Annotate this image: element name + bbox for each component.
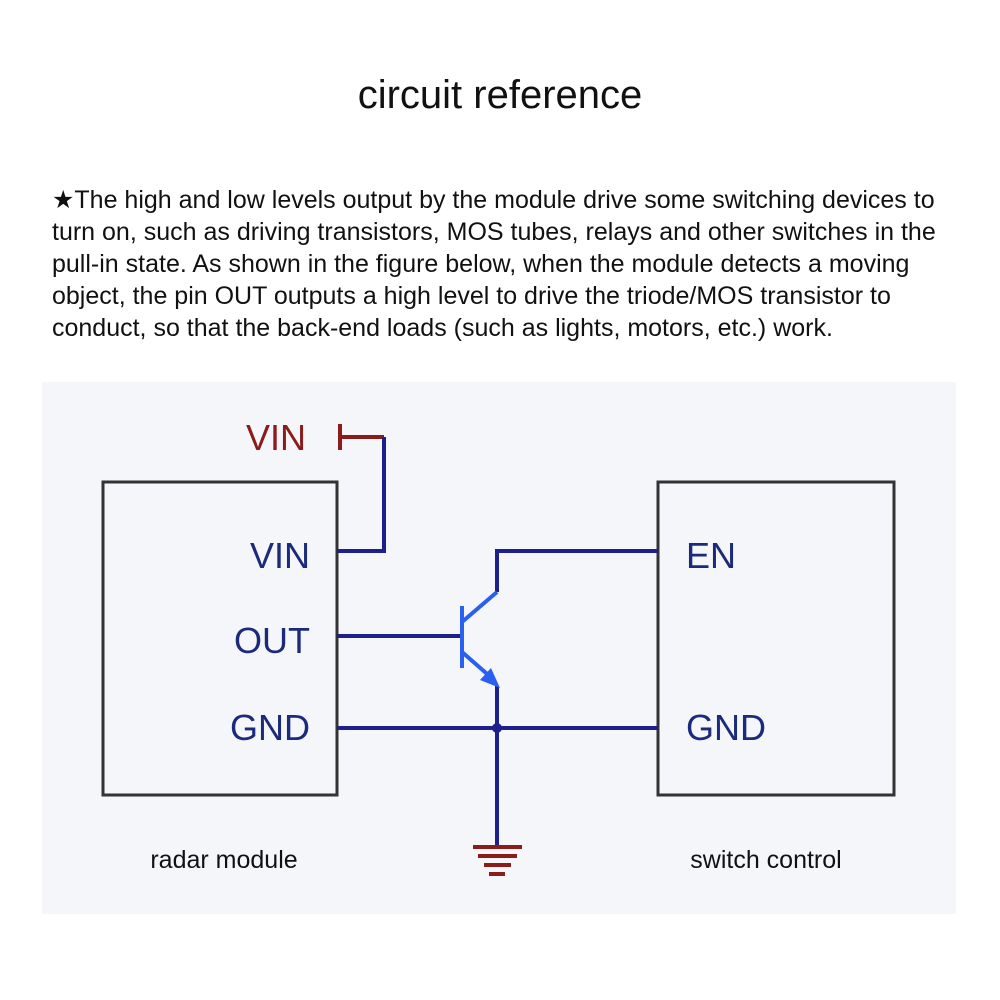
switch-pin-gnd: GND [686,707,766,748]
description-text: ★The high and low levels output by the m… [52,186,936,342]
switch-control-box [656,480,896,797]
ground-symbol [473,845,522,876]
radar-module-box [101,480,339,797]
radar-pin-vin: VIN [250,535,310,576]
switch-control-caption: switch control [690,846,841,874]
radar-pin-out: OUT [234,620,310,661]
emitter-arrow-icon [480,668,500,688]
supply-symbol [338,424,384,450]
junction-dot [492,723,502,733]
page-title: circuit reference [357,73,643,117]
radar-pin-gnd: GND [230,707,310,748]
wires [337,437,658,845]
npn-transistor [460,590,499,682]
radar-module-caption: radar module [150,846,297,874]
vin-wire [337,437,386,553]
en-wire [495,549,658,592]
supply-label: VIN [246,417,306,458]
switch-pin-en: EN [686,535,736,576]
